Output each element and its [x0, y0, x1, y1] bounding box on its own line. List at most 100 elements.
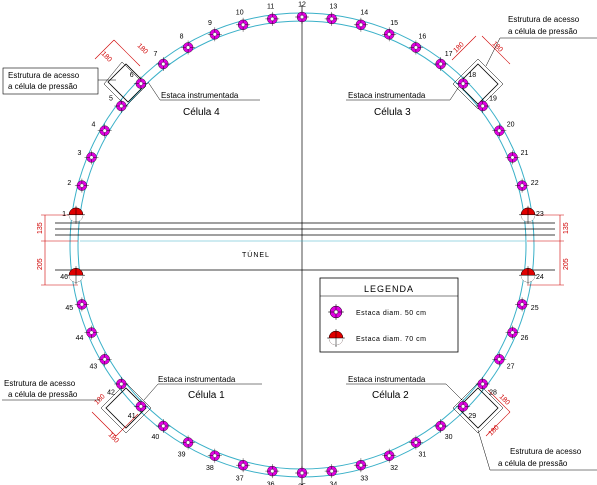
pile-small [492, 123, 507, 138]
pile-number: 31 [419, 451, 427, 458]
pile-number: 4 [91, 122, 95, 129]
pile-small [475, 377, 490, 391]
access-tr-dim-2: 180 [491, 40, 504, 53]
pile-small [382, 27, 397, 42]
tunnel: TÚNEL [55, 222, 555, 271]
dim-left-bottom: 205 [37, 258, 44, 270]
pile-number: 28 [489, 389, 497, 396]
pile-number: 10 [236, 10, 244, 17]
pile-small [84, 325, 99, 340]
pile-number: 37 [236, 475, 244, 482]
pile-number: 23 [536, 211, 544, 218]
access-tr-line1: Estrutura de acesso [508, 15, 580, 24]
pile-number: 3 [78, 150, 82, 157]
pile-small [515, 297, 530, 312]
legend-small-label: Estaca diam. 50 cm [356, 310, 426, 317]
pile-small [114, 99, 129, 113]
pile-small [295, 466, 309, 480]
legend-large-label: Estaca diam. 70 cm [356, 336, 426, 343]
access-bl-line2: a célula de pressão [8, 390, 78, 399]
access-tl-dim-1: 180 [100, 50, 113, 63]
pile-small [74, 297, 89, 312]
access-bl-line1: Estrutura de acesso [4, 379, 76, 388]
pile-small [236, 458, 251, 473]
cell-2-labels: Estaca instrumentada Célula 2 [346, 375, 463, 401]
legend-title: LEGENDA [364, 284, 414, 294]
pile-small [515, 178, 530, 193]
access-br-dim-1: 180 [487, 424, 500, 437]
pile-small [353, 17, 368, 32]
pile-number: 9 [208, 20, 212, 27]
pile-number: 25 [531, 305, 539, 312]
pile-small [456, 399, 471, 414]
pile-number: 1 [62, 211, 66, 218]
pile-number: 35 [298, 484, 306, 485]
pile-small [382, 448, 397, 463]
access-bl-dim-2: 180 [107, 431, 120, 444]
pile-large [67, 266, 85, 285]
pile-small [265, 11, 280, 26]
pile-small [207, 27, 222, 42]
dim-right-top: 135 [563, 222, 570, 234]
tunnel-label: TÚNEL [242, 250, 270, 259]
pile-number: 22 [531, 180, 539, 187]
pile-number: 42 [107, 389, 115, 396]
cell-4-name: Célula 4 [183, 107, 220, 118]
pile-number: 7 [153, 51, 157, 58]
pile-number: 36 [267, 481, 275, 485]
cell-3-name: Célula 3 [374, 107, 411, 118]
pile-small [265, 464, 280, 479]
access-structure-top-right: 180 180 Estrutura de acesso a célula de … [451, 15, 597, 110]
cell-4-labels: Estaca instrumentada Célula 4 [147, 81, 260, 118]
pile-small [475, 99, 490, 113]
pile-small [236, 17, 251, 32]
pile-small [505, 325, 520, 340]
pile-number: 14 [360, 10, 368, 17]
access-tr-dim-1: 180 [452, 41, 465, 54]
pile-number: 6 [130, 72, 134, 79]
pile-number: 11 [267, 4, 274, 11]
legend-small-pile-icon [328, 304, 344, 320]
dim-right-bottom: 205 [563, 258, 570, 270]
pile-small [97, 352, 112, 367]
pile-small [133, 76, 148, 91]
pile-number: 5 [109, 96, 113, 103]
dim-left-top: 135 [37, 222, 44, 234]
pile-number: 41 [128, 413, 136, 420]
pile-number: 15 [390, 20, 398, 27]
pile-number: 29 [468, 413, 476, 420]
access-br-line2: a célula de pressão [498, 459, 568, 468]
pile-small [456, 76, 471, 91]
pile-small [505, 150, 520, 165]
pile-number: 16 [419, 34, 427, 41]
pile-small [181, 40, 196, 55]
access-br-line1: Estrutura de acesso [510, 447, 582, 456]
pile-small [133, 399, 148, 414]
pile-number: 17 [445, 51, 453, 58]
pile-small [181, 435, 196, 450]
access-tl-dim-2: 180 [136, 42, 149, 55]
pile-number: 32 [390, 465, 398, 472]
pile-small [408, 435, 423, 450]
pile-small [114, 377, 129, 391]
cell-2-name: Célula 2 [372, 390, 409, 401]
cell-1-name: Célula 1 [188, 390, 225, 401]
pile-number: 19 [489, 96, 497, 103]
pile-number: 27 [507, 363, 515, 370]
pile-number: 45 [65, 305, 73, 312]
pile-number: 38 [206, 465, 214, 472]
instr-label-cell-3: Estaca instrumentada [348, 91, 426, 100]
pile-number: 44 [76, 335, 84, 342]
access-structure-bottom-right: 180 180 Estrutura de acesso a célula de … [452, 382, 597, 471]
pile-small [324, 464, 339, 479]
pile-small [295, 10, 309, 24]
pile-large [519, 205, 537, 224]
cell-1-labels: Estaca instrumentada Célula 1 [143, 375, 262, 401]
pile-small [207, 448, 222, 463]
pile-small [324, 11, 339, 26]
instr-label-cell-4: Estaca instrumentada [161, 91, 239, 100]
pile-large [67, 205, 85, 224]
access-tr-line2: a célula de pressão [508, 27, 578, 36]
access-tl-line1: Estrutura de acesso [8, 71, 80, 80]
